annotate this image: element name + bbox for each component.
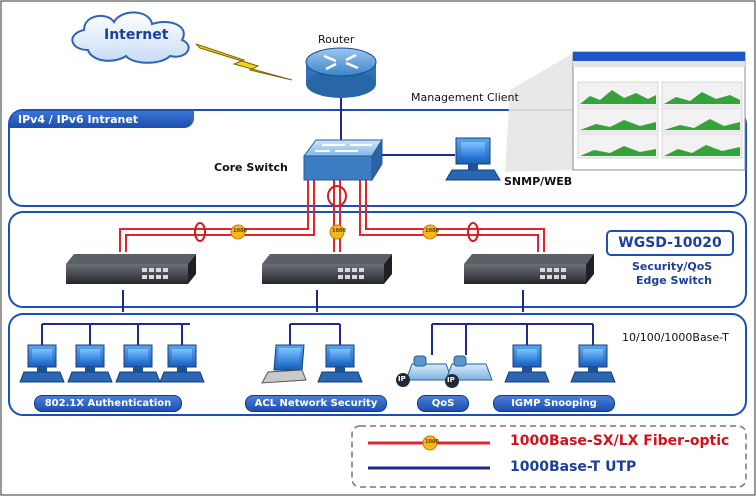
legend-box xyxy=(351,425,747,488)
pc-icon xyxy=(570,344,616,383)
snmp-web-label: SNMP/WEB xyxy=(504,175,573,188)
legend-fiber-badge-text: 1000 xyxy=(425,439,439,445)
lightning-icon xyxy=(195,43,293,81)
fiber-links xyxy=(119,180,545,252)
laptop-icon xyxy=(261,344,307,384)
edge-switch-icon xyxy=(464,254,594,284)
edge-switch-line2: Edge Switch xyxy=(636,274,713,287)
pc-icon xyxy=(159,344,205,383)
ip-phone-icon xyxy=(445,355,493,388)
fiber-badges xyxy=(230,224,438,240)
fiber-bundle-rings xyxy=(194,185,479,242)
pc-icon xyxy=(445,137,501,181)
group-qos-label: QoS xyxy=(417,395,469,412)
edge-switch-icon xyxy=(262,254,392,284)
ip-phone-icon xyxy=(396,355,453,387)
router-label: Router xyxy=(318,33,355,46)
legend-fiber-badge xyxy=(422,435,438,451)
legend-utp-label: 1000Base-T UTP xyxy=(510,459,637,475)
edge-switch-line1: Security/QoS xyxy=(632,260,713,273)
client-zone xyxy=(8,313,747,416)
router-icon xyxy=(305,47,377,98)
internet-label: Internet xyxy=(104,27,169,43)
group-acl-label: ACL Network Security xyxy=(245,395,387,412)
edge-switch-icon xyxy=(66,254,196,284)
pc-icon xyxy=(317,344,363,383)
ip-badge-text: IP xyxy=(398,375,406,383)
model-badge: WGSD-10020 xyxy=(606,230,734,256)
management-client-label: Management Client xyxy=(411,91,519,104)
core-switch-icon xyxy=(303,138,383,182)
pc-icon xyxy=(67,344,113,383)
core-switch-label: Core Switch xyxy=(214,161,288,174)
pc-icon xyxy=(19,344,65,383)
browser-window-icon xyxy=(505,51,746,172)
speed-label: 10/100/1000Base-T xyxy=(622,331,729,344)
group-auth-label: 802.1X Authentication xyxy=(34,395,182,412)
fiber-badge-text: 1000 xyxy=(332,228,346,234)
utp-links xyxy=(41,98,594,355)
ip-badge-text: IP xyxy=(447,376,455,384)
cloud-icon xyxy=(71,11,190,64)
intranet-zone-tab: IPv4 / IPv6 Intranet xyxy=(10,111,194,128)
legend-fiber-label: 1000Base-SX/LX Fiber-optic xyxy=(510,433,730,449)
fiber-badge-text: 1000 xyxy=(425,228,439,234)
pc-icon xyxy=(504,344,550,383)
fiber-badge-text: 1000 xyxy=(233,228,247,234)
group-igmp-label: IGMP Snooping xyxy=(493,395,615,412)
pc-icon xyxy=(115,344,161,383)
